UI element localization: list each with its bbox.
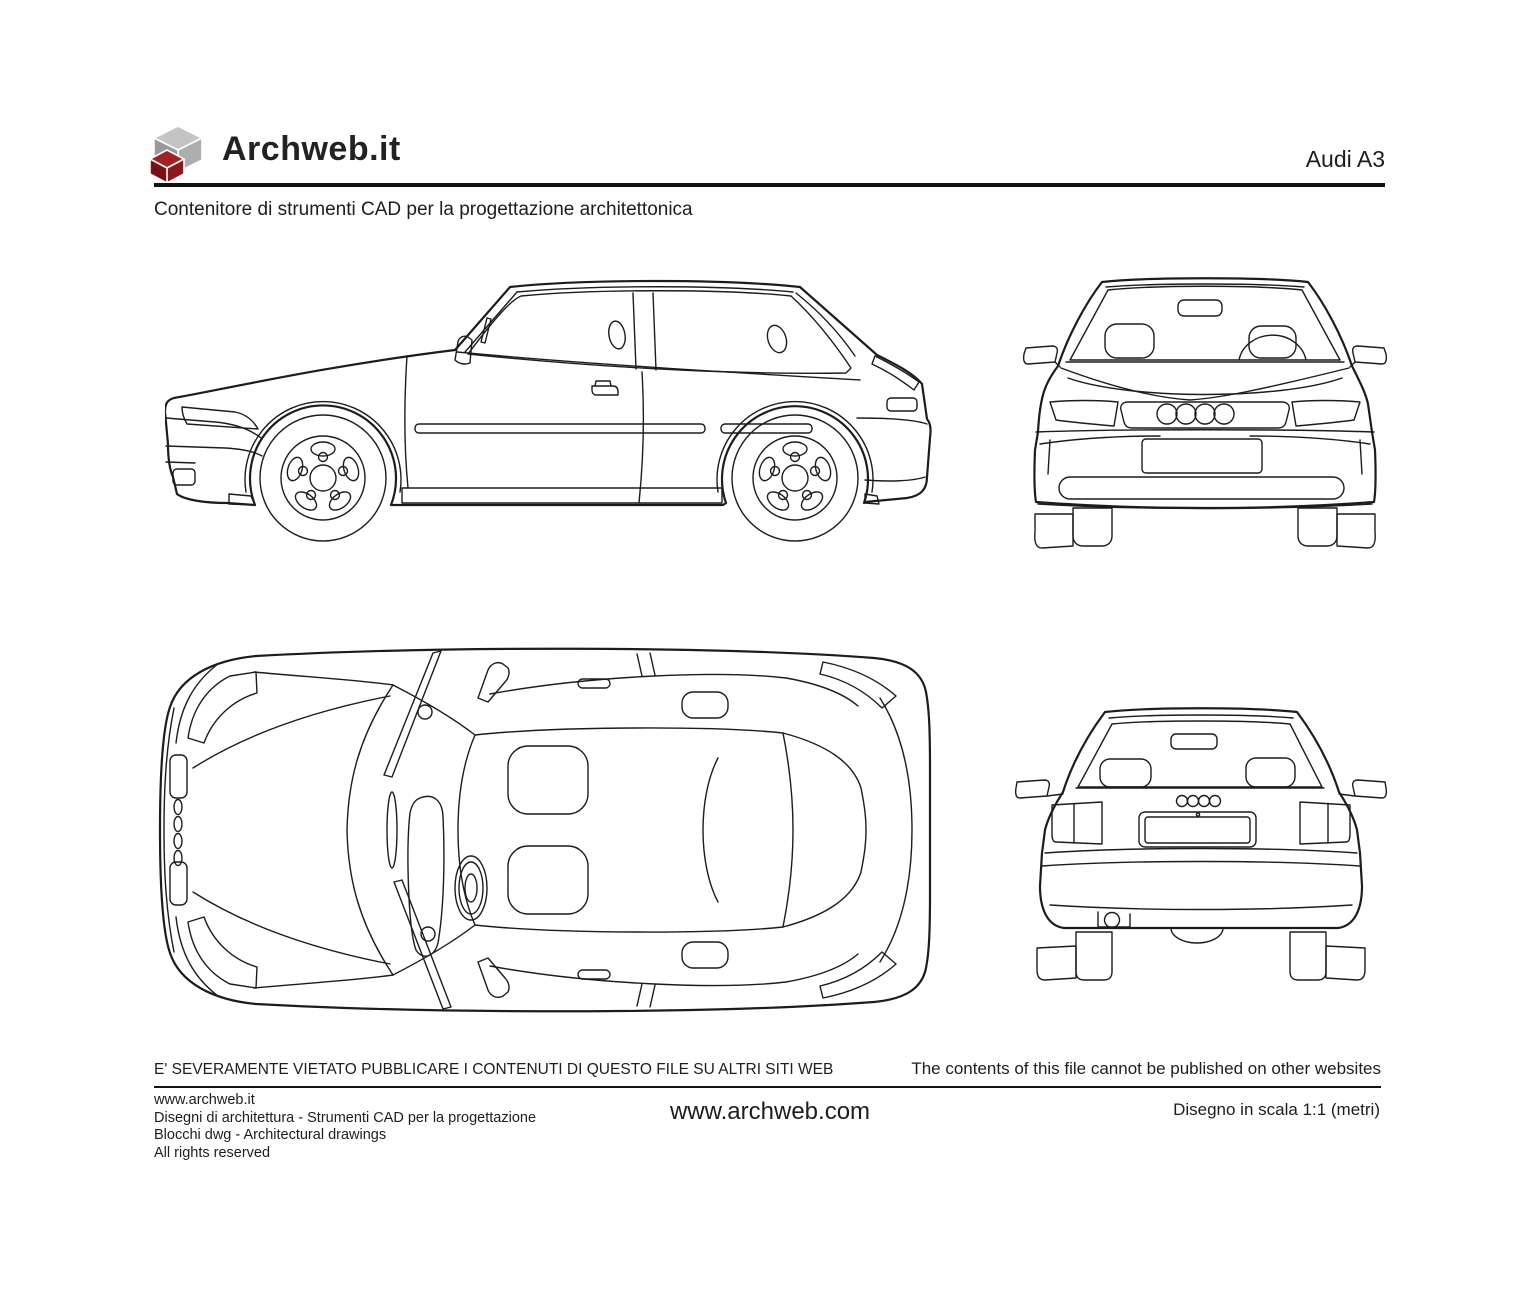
footer-line-2: Disegni di architettura - Strumenti CAD … (154, 1109, 537, 1126)
rear-audi-rings-icon (1175, 794, 1222, 808)
top-audi-rings-icon (173, 798, 183, 867)
rear-window (1075, 714, 1325, 789)
footer-line-4: All rights reserved (154, 1144, 271, 1161)
footer-site-url: www.archweb.it (154, 1092, 255, 1108)
side-doors-details (401, 355, 918, 504)
car-front-view-drawing (1022, 277, 1388, 549)
footer-rule (154, 1086, 1381, 1088)
footer-center-url: www.archweb.com (669, 1098, 871, 1125)
header-rule (154, 183, 1385, 187)
top-front-end (163, 663, 394, 997)
top-mirrors (477, 661, 510, 999)
sheet-subtitle: Contenitore di strumenti CAD per la prog… (154, 199, 693, 220)
copyright-notice-english: The contents of this file cannot be publ… (911, 1059, 1381, 1078)
side-front-wheel (244, 400, 402, 542)
rear-wheels (1036, 931, 1366, 981)
side-body-outline (165, 279, 932, 507)
side-rear-end (856, 355, 928, 505)
copyright-notice-italian: E' SEVERAMENTE VIETATO PUBBLICARE I CONT… (154, 1061, 834, 1078)
top-roof-cabin (474, 652, 867, 1008)
top-interior (407, 691, 729, 969)
car-top-view-drawing (158, 647, 932, 1013)
front-mirrors (1022, 345, 1388, 368)
footer-info-block: www.archweb.it Disegni di architettura -… (154, 1092, 536, 1162)
drawing-scale-note: Disegno in scala 1:1 (metri) (1173, 1100, 1380, 1119)
top-body-outline (158, 647, 932, 1013)
top-rear-end (819, 661, 913, 999)
car-side-view-drawing (165, 279, 932, 542)
front-body-outline (1033, 277, 1377, 510)
side-front-end (165, 406, 263, 506)
front-audi-rings-icon (1156, 403, 1235, 425)
rear-body-outline (1038, 707, 1364, 930)
front-hood-lights-grille (1049, 367, 1361, 429)
sheet-model-title: Audi A3 (1305, 146, 1385, 172)
rear-trunk (1051, 794, 1351, 848)
top-windshield-wipers (346, 650, 476, 1010)
front-windshield (1065, 283, 1345, 363)
footer-line-3: Blocchi dwg - Architectural drawings (154, 1127, 387, 1143)
rear-mirrors (1014, 779, 1388, 799)
side-rear-wheel (716, 400, 874, 542)
rear-bumper (1041, 847, 1361, 944)
car-rear-view-drawing (1014, 707, 1388, 981)
archweb-cube-icon (150, 125, 203, 184)
front-bumper (1035, 429, 1375, 510)
brand-title: Archweb.it (222, 130, 401, 168)
front-wheels (1034, 507, 1376, 549)
side-glasshouse (454, 286, 861, 381)
